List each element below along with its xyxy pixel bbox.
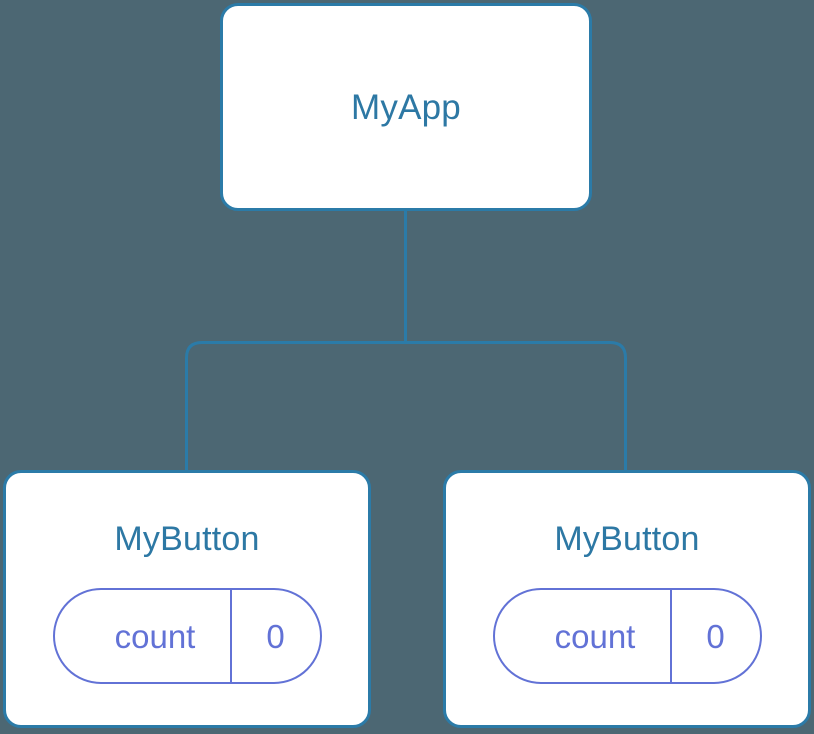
tree-node-mybutton-1[interactable]: MyButton count 0 bbox=[3, 470, 371, 728]
edge-to-child-right bbox=[405, 341, 627, 471]
state-pill-key: count bbox=[554, 617, 636, 655]
tree-node-title: MyButton bbox=[114, 520, 260, 558]
state-pill[interactable]: count 0 bbox=[52, 588, 322, 684]
tree-node-title: MyButton bbox=[554, 520, 700, 558]
state-pill[interactable]: count 0 bbox=[492, 588, 762, 684]
state-pill-key: count bbox=[114, 617, 196, 655]
state-pill-value: 0 bbox=[229, 590, 320, 682]
state-pill-value: 0 bbox=[669, 590, 760, 682]
edge-to-child-left bbox=[185, 341, 406, 471]
tree-node-myapp[interactable]: MyApp bbox=[220, 3, 592, 211]
tree-node-mybutton-2[interactable]: MyButton count 0 bbox=[443, 470, 811, 728]
tree-node-title: MyApp bbox=[351, 87, 461, 127]
